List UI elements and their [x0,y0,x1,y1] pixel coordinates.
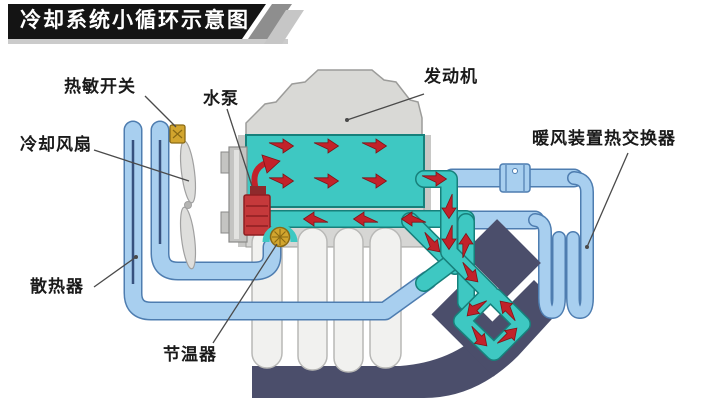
ribbon-under-strip [8,39,288,44]
pointer-radiator [93,256,137,288]
exhaust-dark-sweep [252,280,562,398]
ribbon-black-bar [8,4,266,39]
label-cooling-fan: 冷却风扇 [20,135,92,154]
thermostat [262,224,298,248]
pointer-dot [345,118,349,122]
title-ribbon [8,4,304,44]
thermal-switch [169,124,186,144]
label-heater-exchanger: 暖风装置热交换器 [532,129,676,148]
heater-tube-left [529,214,565,318]
label-engine: 发动机 [424,67,478,86]
cooling-fan [179,140,197,270]
junction-stub [416,254,460,291]
label-thermostat: 节温器 [163,345,217,364]
pointer-dot [585,245,589,249]
radiator-core-lines [131,140,162,284]
heater-exchanger [442,163,594,319]
pointer-heater-exchanger [586,152,629,248]
label-water-pump: 水泵 [203,89,239,108]
radiator-circuit-pipes [123,120,438,321]
pointer-dot [134,255,138,259]
pointer-engine [346,93,425,121]
fan-hub [184,201,192,209]
fan-blade [179,140,197,204]
hose-coupling [499,163,531,193]
thermostat-spokes [272,229,288,245]
pointer-thermostat [212,243,278,344]
engine-leg [333,227,364,373]
engine-right-strip [424,135,431,247]
pump-ribs [246,205,268,227]
pointer-lines [93,93,629,344]
pointer-cooling-fan [93,149,190,182]
ribbon-stripe-dark [248,4,292,39]
heater-tube-right [567,172,593,318]
pump-body [243,194,271,236]
label-thermal-switch: 热敏开关 [64,77,136,96]
radiator-outer-pipe [125,122,436,319]
pump-plate-highlight [234,150,239,239]
engine-dome [245,69,423,136]
thermal-switch-marks [172,129,183,139]
pointer-thermal-switch [144,95,177,128]
pointer-water-pump [226,108,253,187]
page-title: 冷却系统小循环示意图 [20,9,250,32]
pump-inlet [250,186,266,196]
radiator-inner-pipe [152,122,280,279]
water-pump [220,146,271,243]
engine-leg [297,227,328,371]
fan-blade [179,206,197,270]
label-radiator: 散热器 [30,277,84,296]
ribbon-stripe-light [264,10,304,44]
